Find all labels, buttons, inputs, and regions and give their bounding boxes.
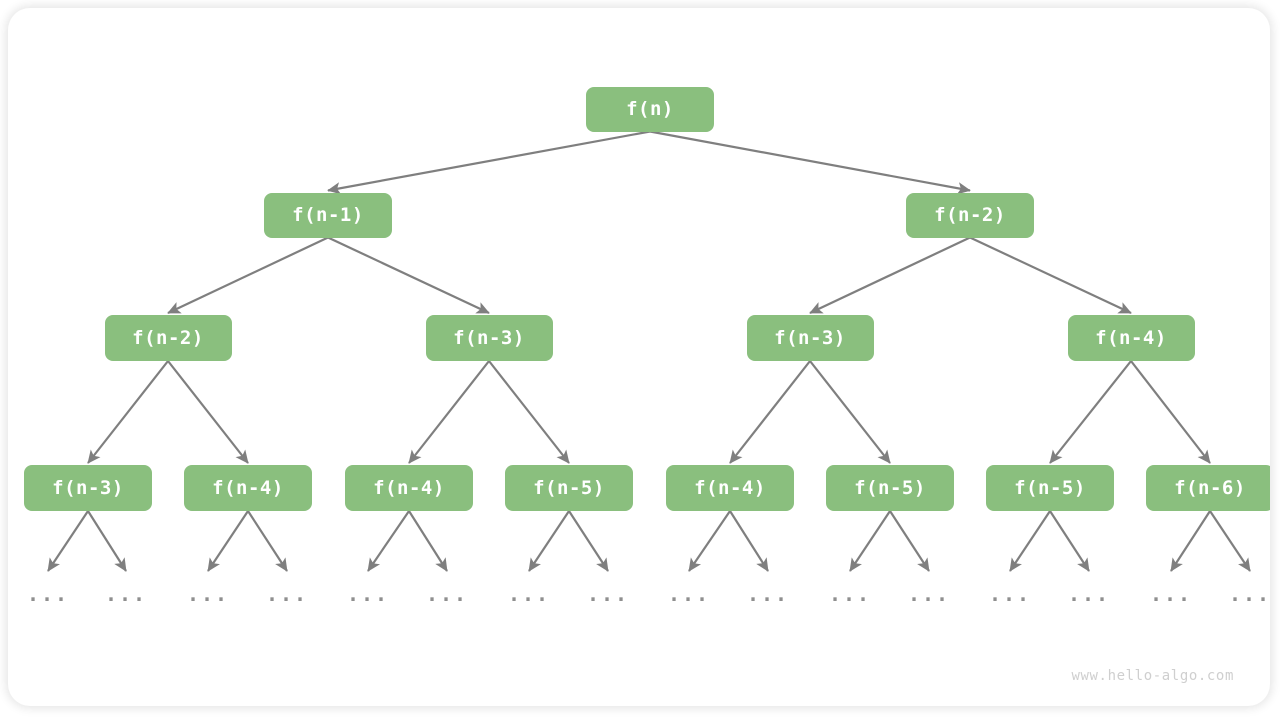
ellipsis-label: ...	[265, 582, 309, 606]
leaf-edge	[688, 510, 731, 572]
tree-node[interactable]: f(n-5)	[826, 465, 954, 511]
ellipsis-label: ...	[1228, 582, 1270, 606]
tree-edge	[809, 236, 971, 314]
tree-edge	[327, 236, 490, 314]
leaf-edge	[367, 510, 410, 572]
tree-edge	[649, 130, 971, 195]
tree-edge	[167, 236, 329, 314]
ellipsis-label: ...	[1149, 582, 1193, 606]
leaf-edge	[889, 510, 930, 572]
tree-node[interactable]: f(n-5)	[986, 465, 1114, 511]
leaf-edge	[568, 510, 609, 572]
tree-edge	[969, 236, 1132, 314]
ellipsis-label: ...	[828, 582, 872, 606]
ellipsis-label: ...	[425, 582, 469, 606]
ellipsis-label: ...	[26, 582, 70, 606]
ellipsis-label: ...	[746, 582, 790, 606]
diagram-card: f(n) f(n-1) f(n-2) f(n-2) f(n-3) f(n-3) f(n-4)…	[8, 8, 1270, 706]
ellipsis-label: ...	[1067, 582, 1111, 606]
leaf-edge	[47, 510, 89, 572]
ellipsis-label: ...	[586, 582, 630, 606]
ellipsis-label: ...	[907, 582, 951, 606]
tree-node[interactable]: f(n-5)	[505, 465, 633, 511]
tree-node[interactable]: f(n-4)	[666, 465, 794, 511]
tree-edge	[729, 360, 811, 464]
tree-node[interactable]: f(n-3)	[746, 315, 874, 361]
ellipsis-label: ...	[186, 582, 230, 606]
tree-edge	[1049, 360, 1132, 464]
tree-node[interactable]: f(n)	[586, 86, 714, 132]
tree-node[interactable]: f(n-6)	[1146, 465, 1270, 511]
tree-edge	[327, 130, 651, 195]
tree-node[interactable]: f(n-3)	[425, 315, 553, 361]
tree-edge	[408, 360, 490, 464]
leaf-edge	[247, 510, 288, 572]
leaf-edge	[87, 510, 127, 572]
ellipsis-label: ...	[988, 582, 1032, 606]
watermark-label: www.hello-algo.com	[1071, 668, 1234, 684]
tree-edge	[809, 360, 891, 464]
tree-node[interactable]: f(n-1)	[264, 192, 392, 238]
tree-node[interactable]: f(n-2)	[104, 315, 232, 361]
leaf-edge	[1049, 510, 1090, 572]
tree-node[interactable]: f(n-2)	[906, 192, 1034, 238]
leaf-edge	[1209, 510, 1251, 572]
tree-node[interactable]: f(n-4)	[184, 465, 312, 511]
tree-edge	[1130, 360, 1211, 464]
ellipsis-label: ...	[104, 582, 148, 606]
ellipsis-label: ...	[507, 582, 551, 606]
tree-edge	[87, 360, 169, 464]
tree-edge	[167, 360, 249, 464]
tree-node[interactable]: f(n-4)	[1067, 315, 1195, 361]
leaf-edge	[528, 510, 570, 572]
ellipsis-label: ...	[346, 582, 390, 606]
leaf-edge	[849, 510, 891, 572]
leaf-edge	[729, 510, 769, 572]
tree-node[interactable]: f(n-4)	[345, 465, 473, 511]
ellipsis-label: ...	[667, 582, 711, 606]
leaf-edge	[1170, 510, 1211, 572]
tree-node[interactable]: f(n-3)	[24, 465, 152, 511]
leaf-edge	[207, 510, 249, 572]
leaf-edge	[1009, 510, 1051, 572]
tree-edge	[488, 360, 570, 464]
leaf-edge	[408, 510, 448, 572]
